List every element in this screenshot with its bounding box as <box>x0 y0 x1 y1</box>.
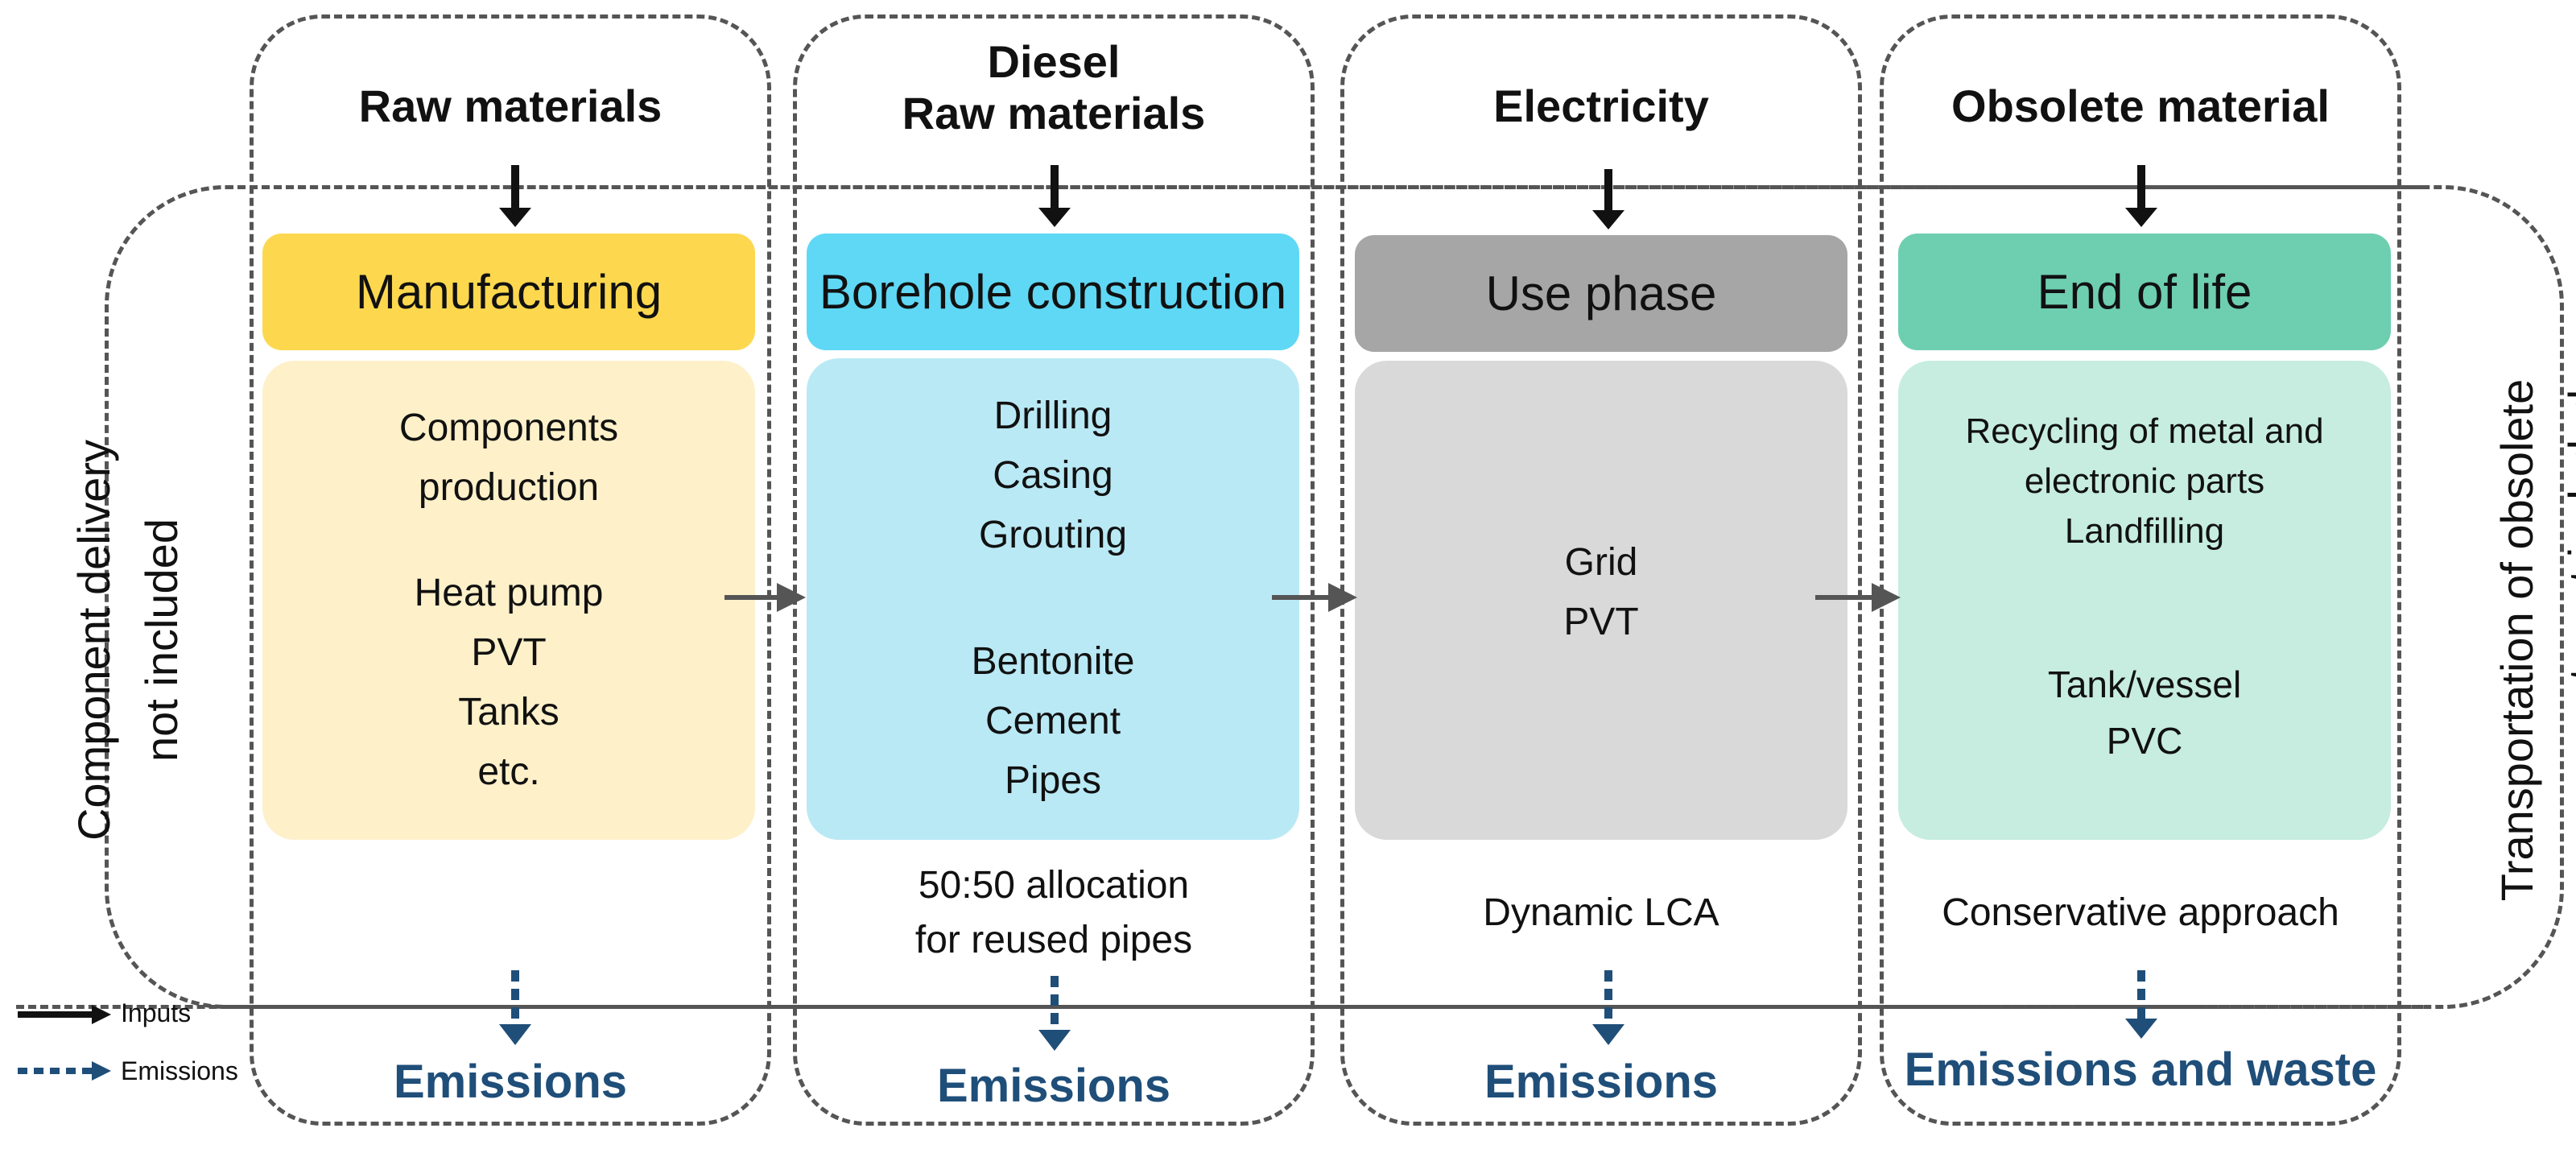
stage-4-item: Tank/vessel <box>2047 663 2242 705</box>
stage-1-emissions: Emissions <box>393 1056 628 1108</box>
stage-2-column <box>793 14 1315 1126</box>
stage-2-item: Cement <box>985 700 1121 742</box>
stage-4-column <box>1880 14 2401 1126</box>
stage-1-column <box>250 14 771 1126</box>
stage-3-note: Dynamic LCA <box>1483 891 1719 934</box>
stage-4-body <box>1898 361 2391 840</box>
stage-4-item: Landfilling <box>2064 511 2225 551</box>
legend-inputs-label: Inputs <box>121 998 192 1027</box>
stage-2-input: Diesel Raw materials <box>793 36 1315 139</box>
stage-2-items-bottom: Bentonite Cement Pipes <box>807 632 1299 811</box>
stage-1-item: production <box>418 466 600 509</box>
stage-2-note-line: 50:50 allocation <box>918 864 1190 907</box>
stage-3-body <box>1355 361 1847 840</box>
stage-1-item: Tanks <box>458 691 559 734</box>
top-boundary-line <box>250 185 2423 189</box>
stage-1-item: Heat pump <box>414 572 604 614</box>
stage-1-header: Manufacturing <box>262 234 755 350</box>
input-arrow <box>1038 165 1071 227</box>
bottom-boundary-line <box>16 1005 2423 1009</box>
stage-1-items-bottom: Heat pump PVT Tanks etc. <box>262 564 755 802</box>
legend-emissions-label: Emissions <box>121 1056 238 1085</box>
stage-4-item: electronic parts <box>2024 461 2265 501</box>
stage-4-emissions: Emissions and waste <box>1904 1044 2377 1096</box>
stage-2-item: Casing <box>993 454 1113 497</box>
stage-3-emissions: Emissions <box>1484 1056 1719 1108</box>
stage-4-item: PVC <box>2106 720 2183 762</box>
stage-3-item: PVT <box>1563 601 1639 643</box>
stage-4-item: Recycling of metal and <box>1965 411 2324 451</box>
stage-2-note: 50:50 allocation for reused pipes <box>793 858 1315 968</box>
stage-2-input-line-2: Raw materials <box>902 88 1206 138</box>
stage-1-item: PVT <box>471 631 547 674</box>
stage-1-items-top: Components production <box>262 399 755 518</box>
emission-arrow <box>1038 976 1071 1051</box>
stage-1-input: Raw materials <box>358 81 663 131</box>
stage-2-item: Pipes <box>1004 759 1102 802</box>
stage-4-items-top: Recycling of metal and electronic parts … <box>1898 407 2391 556</box>
input-arrow <box>499 165 531 227</box>
stage-2-body <box>807 358 1299 840</box>
stage-2-items-top: Drilling Casing Grouting <box>807 386 1299 565</box>
stage-2-item: Grouting <box>978 514 1128 556</box>
stage-4-header: End of life <box>1898 234 2391 350</box>
stage-3-item: Grid <box>1564 541 1638 584</box>
stage-4-note: Conservative approach <box>1942 891 2339 934</box>
stage-2-input-line-1: Diesel <box>987 36 1121 87</box>
stage-1-item: Components <box>398 407 619 449</box>
input-arrow <box>1592 169 1624 229</box>
stage-3-input: Electricity <box>1493 81 1709 131</box>
emission-arrow <box>2125 970 2157 1039</box>
stage-3-column <box>1340 14 1862 1126</box>
input-arrow <box>2125 165 2157 227</box>
stage-1-body <box>262 361 755 840</box>
emission-arrow <box>1592 970 1624 1045</box>
legend-inputs-arrow <box>18 1005 111 1024</box>
stage-4-input: Obsolete material <box>1951 81 2330 131</box>
stage-2-emissions: Emissions <box>936 1060 1171 1112</box>
stage-2-header: Borehole construction <box>807 234 1299 350</box>
stage-2-item: Drilling <box>993 395 1113 437</box>
stage-3-items-top: Grid PVT <box>1355 533 1847 652</box>
stage-4-items-bottom: Tank/vessel PVC <box>1898 656 2391 769</box>
stage-1-item: etc. <box>477 750 540 793</box>
stage-2-note-line: for reused pipes <box>914 919 1193 961</box>
stage-2-item: Bentonite <box>971 640 1135 683</box>
legend-emissions-arrow <box>18 1061 111 1081</box>
emission-arrow <box>499 970 531 1045</box>
stage-3-header: Use phase <box>1355 235 1847 352</box>
